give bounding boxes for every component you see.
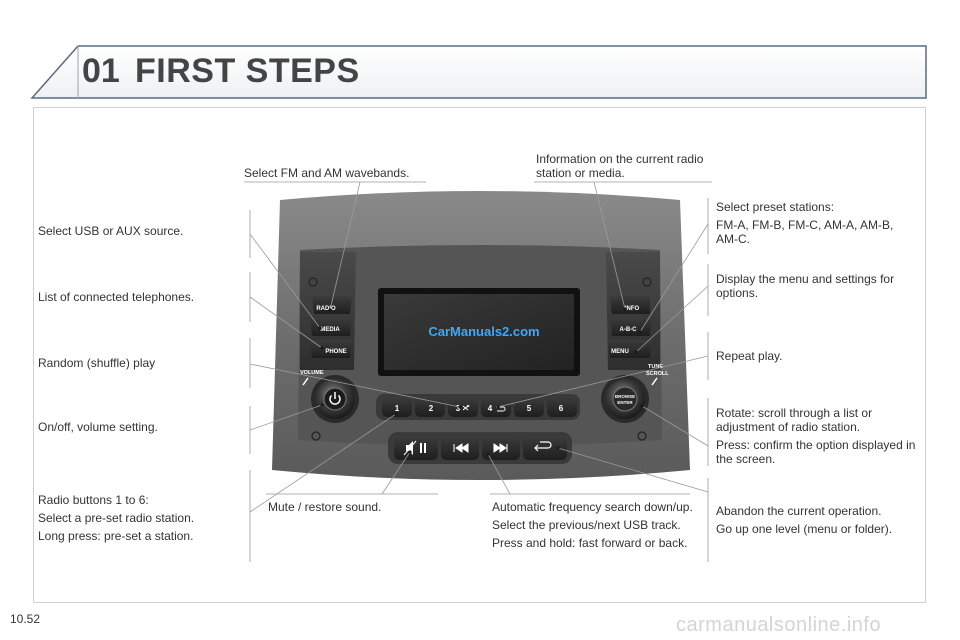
display-screen: [384, 294, 574, 370]
svg-text:1: 1: [395, 404, 400, 413]
svg-text:2: 2: [429, 404, 434, 413]
label-fm-am: Select FM and AM wavebands.: [244, 166, 410, 180]
browse-enter-knob[interactable]: BROWSE ENTER: [601, 375, 649, 423]
preset-button-6[interactable]: 6: [547, 397, 577, 417]
volume-knob[interactable]: [311, 375, 359, 423]
repeat-icon: [496, 406, 506, 412]
menu-button[interactable]: MENU: [608, 340, 652, 358]
label-repeat: Repeat play.: [716, 349, 783, 363]
label-telephones: List of connected telephones.: [38, 290, 195, 304]
svg-text:RADIO: RADIO: [316, 306, 336, 312]
page-title: FIRST STEPS: [135, 52, 360, 90]
volume-label: VOLUME: [300, 370, 324, 376]
footer-watermark: carmanualsonline.info: [676, 614, 882, 636]
back-icon: [534, 441, 552, 452]
svg-text:4: 4: [488, 404, 493, 413]
label-abandon: Abandon the current operation. Go up one…: [716, 504, 893, 536]
label-shuffle: Random (shuffle) play: [38, 356, 156, 370]
label-onoff: On/off, volume setting.: [38, 420, 158, 434]
previous-track-button[interactable]: [441, 436, 479, 460]
phone-button[interactable]: PHONE: [310, 340, 352, 358]
power-icon: [329, 392, 341, 405]
svg-text:MEDIA: MEDIA: [320, 327, 340, 333]
next-icon: [493, 443, 508, 453]
pause-icon: [420, 443, 426, 453]
chapter-number: 01: [82, 52, 120, 90]
svg-text:INFO: INFO: [625, 306, 640, 312]
back-button[interactable]: [523, 436, 567, 460]
label-mute: Mute / restore sound.: [268, 500, 382, 514]
preset-button-3[interactable]: 3: [448, 397, 478, 417]
tune-label: TUNE: [648, 364, 663, 370]
shuffle-icon: [462, 404, 471, 411]
preset-button-4[interactable]: 4: [481, 397, 511, 417]
svg-text:6: 6: [559, 404, 564, 413]
label-info: Information on the current radio station…: [536, 152, 704, 180]
svg-text:5: 5: [527, 404, 532, 413]
svg-text:ENTER: ENTER: [617, 400, 633, 405]
preset-button-2[interactable]: 2: [415, 397, 445, 417]
content-frame: [33, 107, 926, 603]
leader-dots: [318, 307, 644, 456]
label-preset: Select preset stations: FM-A, FM-B, FM-C…: [716, 200, 894, 246]
info-button[interactable]: INFO: [610, 296, 650, 314]
leader-lines: [244, 181, 712, 562]
mute-pause-button[interactable]: [394, 436, 438, 460]
media-button[interactable]: MEDIA: [310, 318, 352, 336]
label-rotate: Rotate: scroll through a list or adjustm…: [716, 406, 916, 466]
scroll-label: SCROLL: [646, 371, 669, 377]
svg-text:MENU: MENU: [611, 349, 629, 355]
next-track-button[interactable]: [482, 436, 520, 460]
preset-button-1[interactable]: 1: [382, 397, 412, 417]
preset-button-5[interactable]: 5: [514, 397, 544, 417]
label-radio-buttons: Radio buttons 1 to 6: Select a pre-set r…: [38, 493, 195, 543]
abc-button[interactable]: A-B-C: [610, 318, 652, 336]
screen-watermark: CarManuals2.com: [428, 324, 539, 339]
radio-button[interactable]: RADIO: [312, 296, 352, 314]
previous-icon: [453, 443, 469, 453]
svg-text:A-B-C: A-B-C: [620, 327, 638, 333]
label-menu: Display the menu and settings for option…: [716, 272, 895, 300]
page-number: 10.52: [10, 612, 41, 626]
svg-text:PHONE: PHONE: [325, 349, 346, 355]
svg-text:BROWSE: BROWSE: [615, 394, 635, 399]
header-bar: [30, 45, 927, 99]
label-freq: Automatic frequency search down/up. Sele…: [492, 500, 693, 550]
label-usb-aux: Select USB or AUX source.: [38, 224, 184, 238]
svg-text:3: 3: [456, 404, 461, 413]
